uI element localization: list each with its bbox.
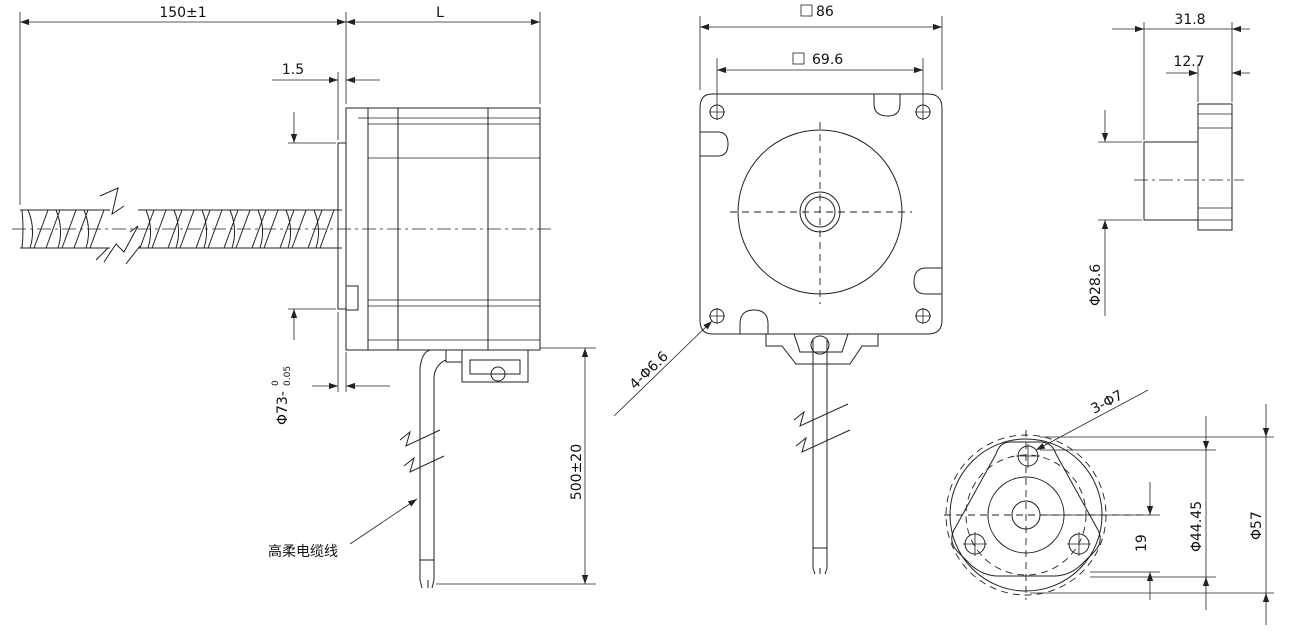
lead-screw <box>20 187 342 265</box>
spigot-dia-label: Φ73- <box>275 391 291 425</box>
nut-holes-label: 3-Φ7 <box>1088 387 1125 417</box>
mount-holes <box>709 104 931 324</box>
flange-tab <box>345 285 359 311</box>
hole-offset-label: 19 <box>1134 534 1150 552</box>
nut-side-view: 31.8 12.7 Φ28.6 <box>1088 12 1250 316</box>
spigot-tol-upper: 0 <box>271 380 281 386</box>
hole-circle-label: Φ44.45 <box>1189 501 1205 552</box>
cable-label: 高柔电缆线 <box>268 543 338 560</box>
nut-dia-label: Φ28.6 <box>1088 264 1104 306</box>
nut-flange <box>1197 103 1233 231</box>
front-view: 86 69.6 4-Φ6.6 <box>613 4 943 575</box>
frame-size-label: 86 <box>816 4 834 20</box>
nut-front-view: 3-Φ7 19 Φ44.45 Φ57 <box>944 387 1274 625</box>
spigot <box>337 142 347 310</box>
screw-length-label: 150±1 <box>159 5 206 21</box>
motor-body <box>358 107 541 351</box>
side-view: 150±1 L 1.5 Φ73- 0 0.05 500±20 高柔电缆线 <box>12 5 596 589</box>
nut-flange-dia-label: Φ57 <box>1249 511 1265 540</box>
motor-length-label: L <box>436 5 444 21</box>
front-connector <box>765 333 879 575</box>
bolt-pitch-label: 69.6 <box>812 52 843 68</box>
flange-thickness-label: 1.5 <box>282 62 304 78</box>
mount-holes-label: 4-Φ6.6 <box>627 348 672 392</box>
front-frame <box>699 93 943 335</box>
nut-flange-label: 12.7 <box>1173 54 1204 70</box>
nut-triangle-flange <box>951 441 1101 577</box>
cable-length-label: 500±20 <box>569 444 585 500</box>
nut-body <box>1143 141 1199 221</box>
connector <box>399 349 529 589</box>
nut-length-label: 31.8 <box>1174 12 1205 28</box>
spigot-tol-lower: 0.05 <box>283 366 293 386</box>
